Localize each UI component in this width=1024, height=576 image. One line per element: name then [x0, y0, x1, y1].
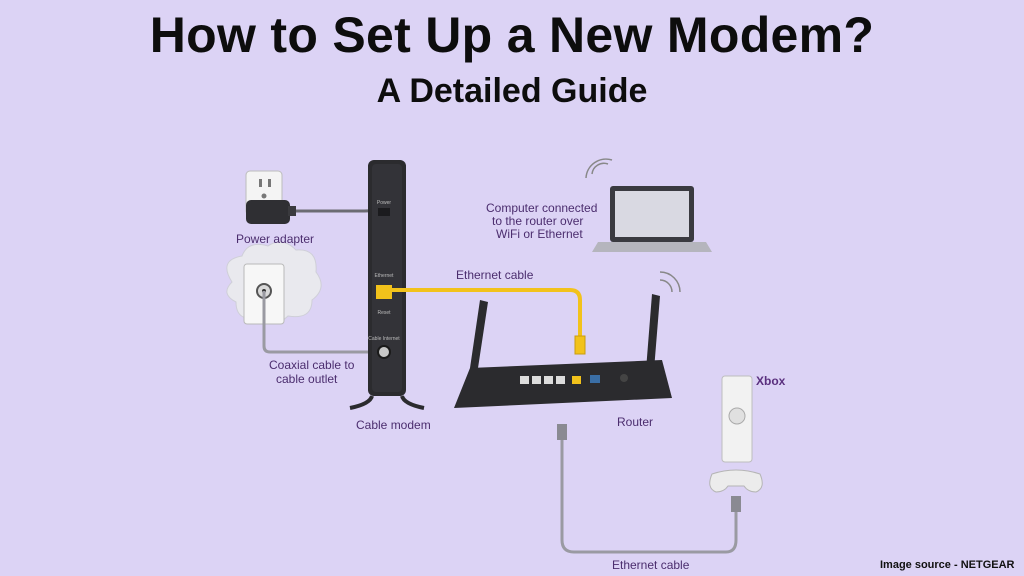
- cable-modem: Power Ethernet Reset Cable Internet: [349, 160, 425, 410]
- page-subtitle: A Detailed Guide: [376, 72, 648, 110]
- xbox-console: [709, 375, 763, 493]
- image-source-credit: Image source - NETGEAR: [880, 559, 1015, 571]
- power-adapter-label: Power adapter: [236, 232, 315, 246]
- computer-label-line3: WiFi or Ethernet: [496, 227, 583, 241]
- xbox-label: Xbox: [756, 374, 786, 388]
- router-label: Router: [617, 415, 654, 429]
- modem-ethernet-port-label: Ethernet: [375, 273, 395, 279]
- wifi-router: [454, 271, 681, 408]
- coaxial-cable: [262, 291, 376, 354]
- cable-modem-label: Cable modem: [356, 418, 431, 432]
- laptop-computer: [585, 158, 712, 252]
- ethernet-cable-top-label: Ethernet cable: [456, 268, 534, 282]
- power-cable: [296, 208, 380, 213]
- ethernet-cable-bottom-label: Ethernet cable: [612, 558, 690, 572]
- computer-label-line1: Computer connected: [486, 201, 598, 215]
- ethernet-cable-modem-router: [392, 288, 582, 342]
- ethernet-cable-router-xbox: [560, 436, 738, 554]
- coax-label-line2: cable outlet: [276, 372, 338, 386]
- modem-cable-port-label: Cable Internet: [368, 336, 400, 342]
- modem-reset-label: Reset: [377, 310, 391, 316]
- coax-label-line1: Coaxial cable to: [269, 358, 355, 372]
- power-adapter: [246, 200, 296, 224]
- page-title: How to Set Up a New Modem?: [149, 7, 875, 63]
- modem-power-port-label: Power: [377, 200, 392, 206]
- computer-label-line2: to the router over: [492, 214, 584, 228]
- coax-wall-outlet: [226, 241, 322, 325]
